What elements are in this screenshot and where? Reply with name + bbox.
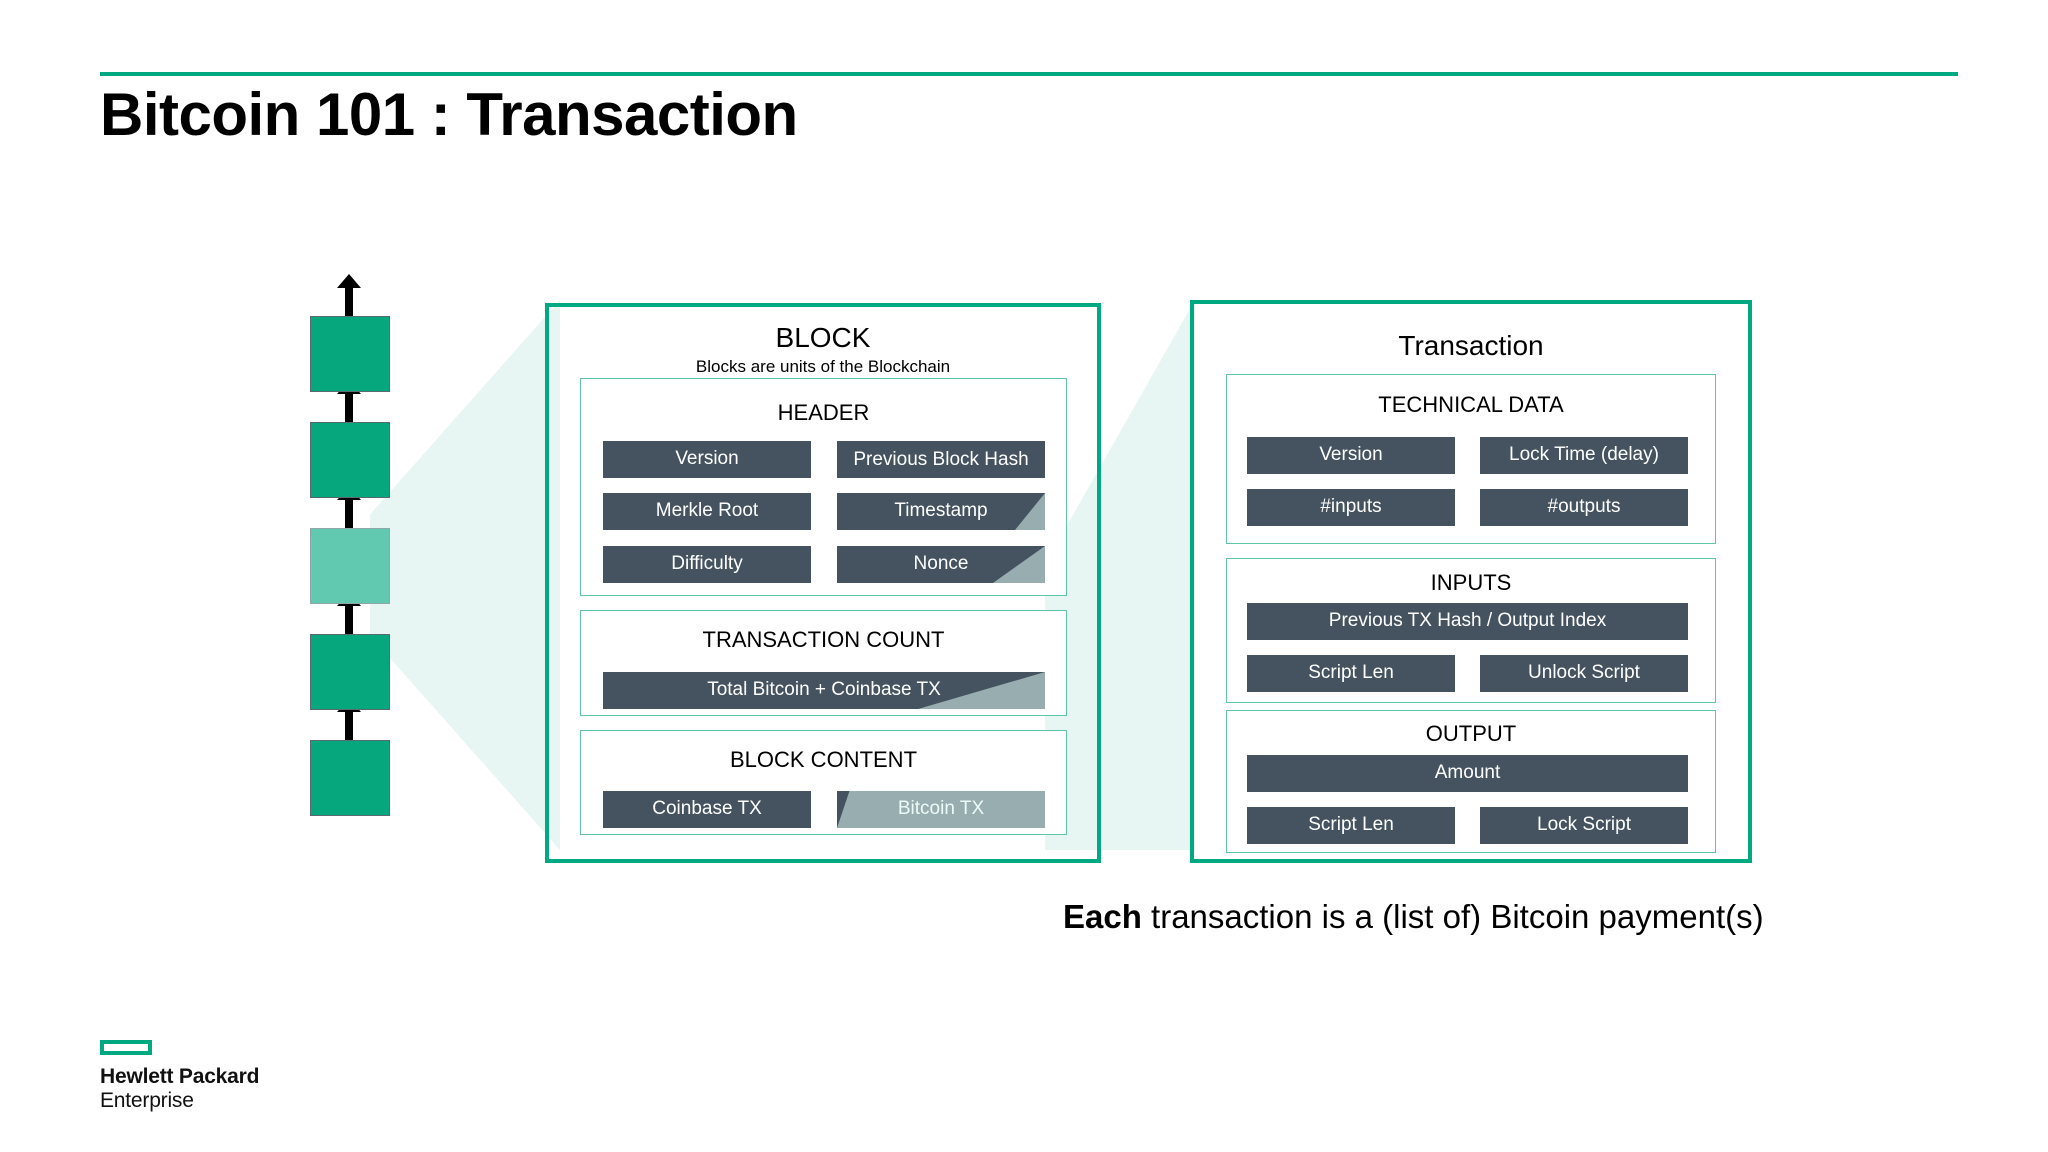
chain-arrow-up-icon — [337, 698, 361, 740]
chip-total-bitcoin-coinbase-tx[interactable]: Total Bitcoin + Coinbase TX — [603, 672, 1045, 709]
block-header-title: HEADER — [777, 400, 870, 425]
chain-block — [310, 316, 390, 392]
slide-caption: Each transaction is a (list of) Bitcoin … — [1063, 898, 1764, 936]
chip-unlock-script[interactable]: Unlock Script — [1480, 655, 1688, 692]
chip-tx-version[interactable]: Version — [1247, 437, 1455, 474]
chip-previous-block-hash[interactable]: Previous Block Hash — [837, 441, 1045, 478]
caption-rest: transaction is a (list of) Bitcoin payme… — [1141, 898, 1764, 935]
block-panel-title: BLOCK — [775, 322, 871, 353]
chain-arrow-up-icon — [337, 274, 361, 316]
inputs-title: INPUTS — [1430, 570, 1512, 595]
technical-data-title: TECHNICAL DATA — [1378, 392, 1564, 417]
chip-bitcoin-tx[interactable]: Bitcoin TX — [837, 791, 1045, 828]
chip-amount[interactable]: Amount — [1247, 755, 1688, 792]
chip-lock-script[interactable]: Lock Script — [1480, 807, 1688, 844]
hpe-logo: Hewlett Packard Enterprise — [100, 1040, 259, 1113]
hpe-logo-line2: Enterprise — [100, 1089, 194, 1113]
chain-block — [310, 422, 390, 498]
chip-previous-tx-hash-output-index[interactable]: Previous TX Hash / Output Index — [1247, 603, 1688, 640]
chain-arrow-up-icon — [337, 592, 361, 634]
block-content-title: BLOCK CONTENT — [729, 747, 918, 772]
chain-arrow-up-icon — [337, 380, 361, 422]
block-panel — [545, 303, 1101, 863]
chip-coinbase-tx[interactable]: Coinbase TX — [603, 791, 811, 828]
chip-timestamp[interactable]: Timestamp — [837, 493, 1045, 530]
chip-num-inputs[interactable]: #inputs — [1247, 489, 1455, 526]
chain-block — [310, 634, 390, 710]
output-title: OUTPUT — [1425, 721, 1517, 746]
page-title: Bitcoin 101 : Transaction — [100, 81, 798, 148]
chip-difficulty[interactable]: Difficulty — [603, 546, 811, 583]
transaction-panel — [1190, 300, 1752, 863]
block-transaction-count-title: TRANSACTION COUNT — [702, 627, 945, 652]
hpe-logo-line1: Hewlett Packard — [100, 1065, 260, 1088]
chip-version[interactable]: Version — [603, 441, 811, 478]
blockchain-column — [310, 274, 400, 845]
chip-inputs-script-len[interactable]: Script Len — [1247, 655, 1455, 692]
chain-block — [310, 740, 390, 816]
chain-arrow-up-icon — [337, 486, 361, 528]
caption-bold-word: Each — [1063, 898, 1142, 935]
chip-lock-time[interactable]: Lock Time (delay) — [1480, 437, 1688, 474]
chip-nonce[interactable]: Nonce — [837, 546, 1045, 583]
chip-output-script-len[interactable]: Script Len — [1247, 807, 1455, 844]
hpe-logo-mark-icon — [100, 1040, 152, 1055]
transaction-panel-title: Transaction — [1398, 330, 1544, 361]
chip-num-outputs[interactable]: #outputs — [1480, 489, 1688, 526]
title-divider — [100, 72, 1958, 76]
chip-merkle-root[interactable]: Merkle Root — [603, 493, 811, 530]
block-panel-subtitle: Blocks are units of the Blockchain — [695, 357, 951, 376]
chain-block-highlighted — [310, 528, 390, 604]
